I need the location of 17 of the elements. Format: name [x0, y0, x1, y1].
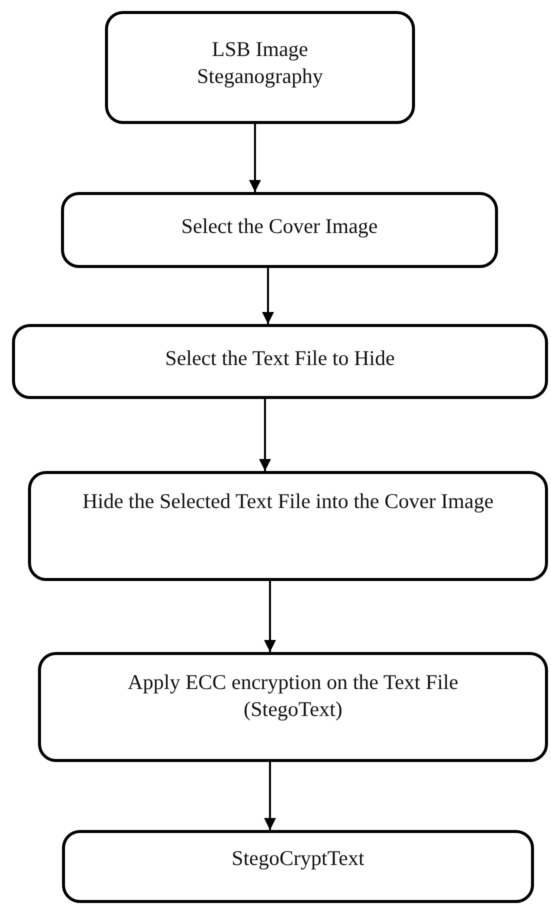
process-box [28, 471, 548, 581]
process-box [62, 830, 534, 903]
arrow [264, 581, 276, 652]
step-text: Select the Cover Image [181, 213, 378, 240]
arrow [262, 268, 274, 324]
process-box [61, 192, 498, 268]
arrow [249, 124, 261, 192]
step-text: StegoCryptText [232, 845, 364, 872]
step-text: Select the Text File to Hide [165, 345, 395, 372]
arrow [259, 399, 271, 471]
process-box [105, 11, 415, 124]
arrow [264, 762, 276, 830]
step-text: Hide the Selected Text File into the Cover Image [82, 488, 494, 515]
process-box [12, 324, 548, 399]
step-text: Apply ECC encryption on the Text File (StegoText) [126, 669, 460, 724]
process-box [38, 652, 548, 762]
step-text: LSB Image Steganography [196, 36, 324, 90]
